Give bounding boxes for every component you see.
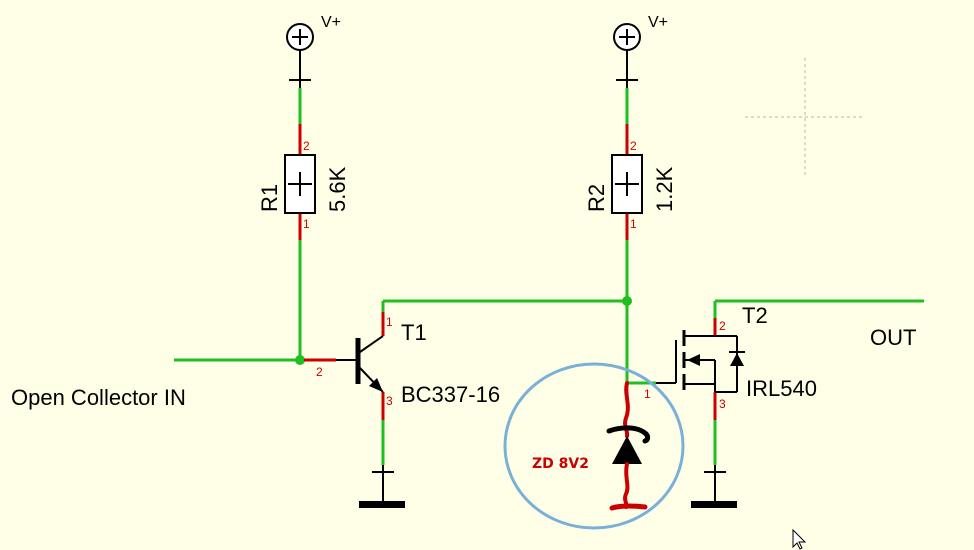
input-label: Open Collector IN <box>11 385 186 410</box>
t2-ref: T2 <box>742 303 768 328</box>
resistor-r1[interactable]: 2 1 R1 5.6K <box>257 124 350 240</box>
power-symbol-icon[interactable]: V+ <box>613 14 668 88</box>
output-label: OUT <box>870 325 916 350</box>
junctions <box>295 296 632 365</box>
zener-label: ZD 8V2 <box>532 456 589 472</box>
ground-symbol-icon[interactable] <box>359 465 405 508</box>
power-symbol-icon[interactable]: V+ <box>286 14 341 88</box>
wires <box>174 88 924 465</box>
annotation-circle <box>503 362 685 530</box>
t1-ref: T1 <box>401 320 427 345</box>
t2-pin-source: 3 <box>719 397 726 411</box>
resistor-r2[interactable]: 2 1 R2 1.2K <box>584 124 677 240</box>
r2-pin-top: 2 <box>630 139 637 153</box>
r2-pin-bottom: 1 <box>630 217 637 231</box>
r1-pin-bottom: 1 <box>303 217 310 231</box>
ground-symbol-icon[interactable] <box>691 465 737 508</box>
zener-pin: 1 <box>644 387 651 401</box>
t2-part: IRL540 <box>746 376 817 401</box>
r2-value: 1.2K <box>652 166 677 212</box>
junction-input <box>295 355 305 365</box>
r1-value: 5.6K <box>325 166 350 212</box>
zener-diode-sketch[interactable]: 1 ZD 8V2 <box>532 381 651 511</box>
power-label: V+ <box>648 14 668 31</box>
power-label: V+ <box>321 14 341 31</box>
t1-pin-collector: 1 <box>386 315 393 329</box>
r1-pin-top: 2 <box>303 139 310 153</box>
transistor-t1[interactable]: 1 2 3 T1 BC337-16 <box>304 312 500 420</box>
t2-pin-drain: 2 <box>719 319 726 333</box>
t1-pin-emitter: 3 <box>386 394 393 408</box>
transistor-t2[interactable]: 2 3 T2 IRL540 <box>656 303 817 420</box>
grid-crosshair <box>745 58 865 178</box>
r1-ref: R1 <box>257 184 282 212</box>
r2-ref: R2 <box>584 184 609 212</box>
cursor-icon <box>792 528 807 550</box>
t1-pin-base: 2 <box>316 365 323 379</box>
junction-bus <box>622 296 632 306</box>
t1-part: BC337-16 <box>401 382 500 407</box>
